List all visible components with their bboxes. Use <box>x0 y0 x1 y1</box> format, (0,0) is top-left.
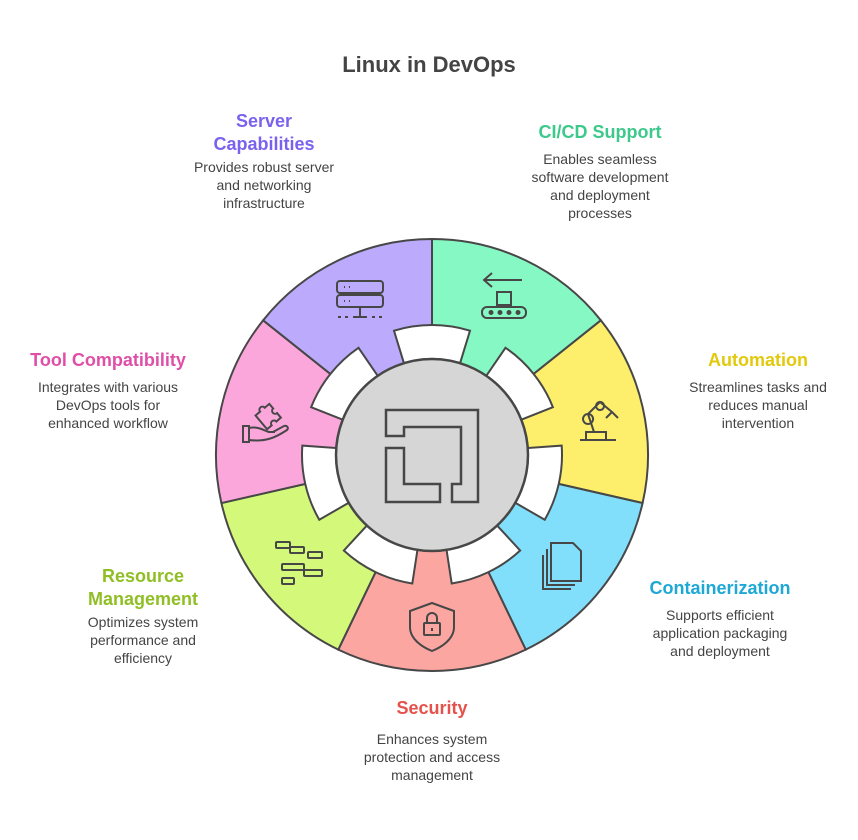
label-resource-management: Resource Management Optimizes system per… <box>62 565 224 667</box>
gantt-chart-icon <box>275 541 323 585</box>
robot-arm-icon <box>580 400 619 441</box>
label-desc: Integrates with various DevOps tools for… <box>37 379 179 431</box>
label-automation: Automation Streamlines tasks and reduces… <box>672 349 844 432</box>
label-title: Containerization <box>649 578 791 598</box>
label-title: Tool Compatibility <box>30 350 186 370</box>
hand-puzzle-icon <box>242 402 289 443</box>
label-desc: Optimizes system performance and efficie… <box>87 614 199 666</box>
label-containerization: Containerization Supports efficient appl… <box>630 577 810 660</box>
diagram-title: Linux in DevOps <box>342 52 516 77</box>
label-security: Security Enhances system protection and … <box>332 697 532 784</box>
shield-lock-icon <box>409 601 455 653</box>
label-tool-compatibility: Tool Compatibility Integrates with vario… <box>14 349 202 432</box>
label-desc: Enables seamless software development an… <box>531 151 669 221</box>
label-desc: Supports efficient application packaging… <box>652 607 788 659</box>
label-cicd: CI/CD Support Enables seamless software … <box>490 121 710 222</box>
stacked-documents-icon <box>542 542 582 590</box>
label-title: CI/CD Support <box>538 122 662 142</box>
label-server-capabilities: Server Capabilities Provides robust serv… <box>178 110 350 212</box>
linux-logo-icon <box>384 408 480 504</box>
label-title: Security <box>396 698 468 718</box>
label-desc: Enhances system protection and access ma… <box>363 731 501 783</box>
server-rack-icon <box>336 280 384 318</box>
ring-notch <box>392 324 472 365</box>
label-title: Resource Management <box>87 566 199 609</box>
label-title: Automation <box>708 350 808 370</box>
conveyor-box-icon <box>481 272 527 319</box>
center-circle <box>334 357 530 553</box>
label-desc: Provides robust server and networking in… <box>193 159 335 211</box>
label-title: Server Capabilities <box>213 111 315 154</box>
label-desc: Streamlines tasks and reduces manual int… <box>689 379 827 431</box>
